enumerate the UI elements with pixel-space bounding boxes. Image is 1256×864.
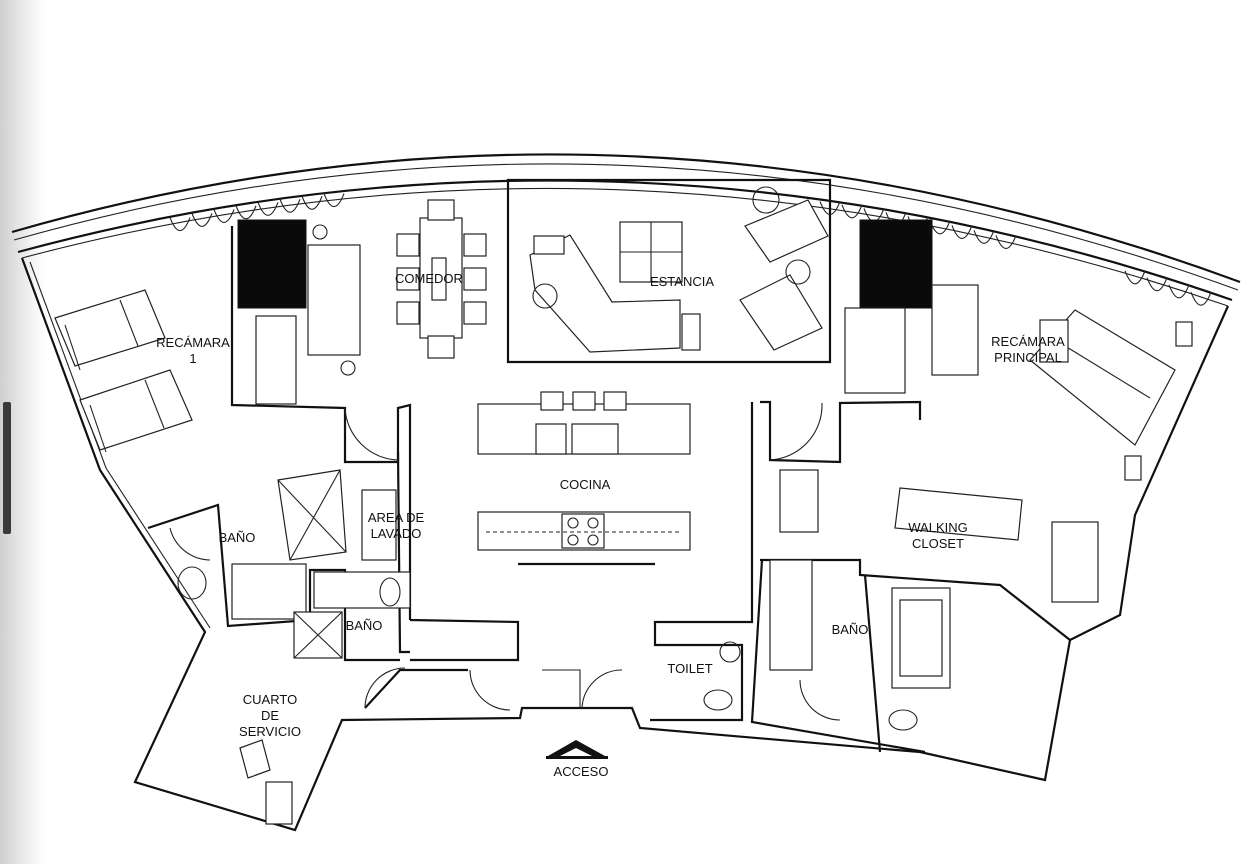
bath-left-fixtures: [177, 469, 347, 620]
label-bano-left: BAÑO: [219, 530, 256, 545]
curtains-left: [169, 193, 345, 232]
curtain-scallop: [323, 193, 345, 208]
label-toilet: TOILET: [667, 661, 712, 676]
bed-master: [1029, 309, 1193, 481]
desk-right: [931, 284, 979, 376]
curtain-scallop: [169, 217, 191, 232]
bed-left-2: [79, 369, 193, 453]
closet-entry: [779, 469, 819, 533]
scroll-handle[interactable]: [3, 402, 11, 534]
perimeter-walls: [20, 257, 1230, 832]
dining-table: [396, 199, 487, 359]
bath-mid-fixtures: [769, 559, 951, 731]
label-estancia: ESTANCIA: [650, 274, 714, 289]
closet-rack: [894, 487, 1023, 541]
lamp-icon: [312, 224, 328, 240]
desk-left: [307, 244, 361, 356]
label-line: LAVADO: [371, 526, 422, 541]
door-swings: [169, 402, 841, 721]
tv-cabinet-right: [859, 219, 933, 309]
facade-curve: [11, 153, 1241, 307]
curtain-scallop: [973, 230, 995, 244]
closet-right-2: [1051, 521, 1099, 603]
label-line: CLOSET: [912, 536, 964, 551]
closet-left: [255, 315, 297, 405]
label-bano-right: BAÑO: [832, 622, 869, 637]
curtain-scallop: [213, 209, 235, 223]
lamp-icon: [340, 360, 356, 376]
label-line: SERVICIO: [239, 724, 301, 739]
curtain-scallop: [1124, 270, 1146, 285]
curtain-scallop: [1190, 292, 1212, 306]
entrance-icon: [546, 740, 608, 759]
label-bano-mid: BAÑO: [346, 618, 383, 633]
curtain-scallop: [863, 208, 885, 222]
curtain-scallop: [1168, 284, 1190, 299]
closet-right: [844, 307, 906, 394]
interior-walls: [147, 178, 1071, 754]
toilet-fixtures: [703, 641, 741, 711]
curtain-scallop: [279, 198, 301, 213]
label-acceso: ACCESO: [554, 764, 609, 779]
living-sofa: [529, 186, 829, 353]
tv-cabinet-left: [237, 219, 307, 309]
curtain-scallop: [995, 235, 1017, 249]
curtain-scallop: [301, 196, 323, 210]
curtain-scallop: [951, 225, 973, 239]
label-comedor: COMEDOR: [395, 271, 463, 286]
curtain-scallop: [257, 202, 279, 216]
service-room-fixtures: [239, 739, 293, 825]
label-line: PRINCIPAL: [994, 350, 1062, 365]
label-cocina: COCINA: [560, 477, 611, 492]
curtain-scallop: [191, 213, 213, 227]
label-line: DE: [261, 708, 279, 723]
curtain-scallop: [841, 204, 863, 219]
bed-left-1: [54, 289, 166, 371]
label-line: 1: [189, 351, 196, 366]
curtain-scallop: [1146, 277, 1168, 292]
lavado-fixtures: [293, 489, 411, 659]
kitchen-island: [477, 391, 691, 566]
curtain-scallop: [235, 205, 257, 220]
